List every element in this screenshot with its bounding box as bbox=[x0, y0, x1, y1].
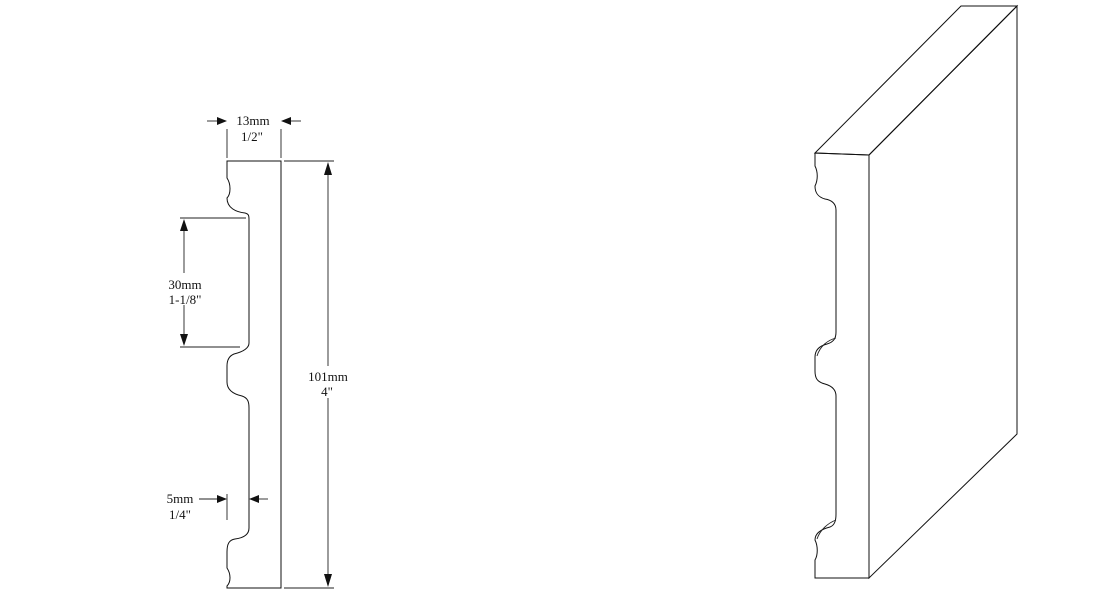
height-imperial-label: 4" bbox=[321, 384, 333, 399]
groove-spacing-imperial-label: 1-1/8" bbox=[169, 292, 202, 307]
iso-side-face bbox=[868, 4, 1018, 580]
thickness-metric-label: 13mm bbox=[236, 113, 269, 128]
height-metric-label: 101mm bbox=[308, 369, 348, 384]
profile-view: 13mm 1/2" 30mm 1-1/8" 101mm 4" 5mm 1/4" bbox=[167, 113, 348, 589]
groove-depth-metric-label: 5mm bbox=[167, 491, 194, 506]
profile-outline bbox=[226, 160, 282, 589]
iso-top-face bbox=[813, 5, 1019, 156]
groove-spacing-metric-label: 30mm bbox=[168, 277, 201, 292]
thickness-imperial-label: 1/2" bbox=[241, 129, 263, 144]
iso-front-profile bbox=[814, 152, 870, 579]
groove-depth-imperial-label: 1/4" bbox=[169, 507, 191, 522]
isometric-view bbox=[813, 4, 1019, 580]
